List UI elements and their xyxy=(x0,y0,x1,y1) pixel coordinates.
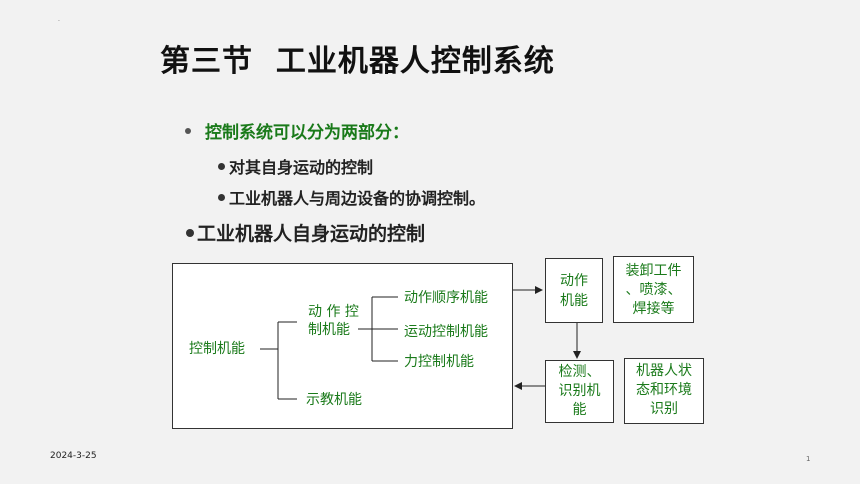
state-box-line1: 机器人状 xyxy=(636,363,692,379)
action-function-box: 动作 机能 xyxy=(545,258,603,323)
motion-function-label: 运动控制机能 xyxy=(404,324,488,340)
load-box-line1: 装卸工件 xyxy=(625,263,682,279)
bullet-sub-2: 工业机器人与周边设备的协调控制。 xyxy=(218,185,485,209)
bullet-dot-icon xyxy=(186,228,194,237)
footer-page-number: 1 xyxy=(806,455,811,463)
sequence-function-label: 动作顺序机能 xyxy=(404,290,488,306)
state-box-line3: 识别 xyxy=(650,401,678,417)
robot-state-box: 机器人状 态和环境 识别 xyxy=(624,358,704,424)
bullet-main-2-text: 工业机器人自身运动的控制 xyxy=(197,223,426,245)
bullet-dot-icon xyxy=(218,162,225,170)
state-box-line2: 态和环境 xyxy=(636,382,692,398)
detect-box-line3: 能 xyxy=(572,402,587,418)
corner-mark: · xyxy=(58,18,60,25)
bullet-dot-icon xyxy=(185,127,191,134)
motion-control-label-line1: 动 作 控 xyxy=(308,304,359,320)
bullet-sub-2-text: 工业机器人与周边设备的协调控制。 xyxy=(229,189,486,208)
load-box-line3: 焊接等 xyxy=(632,301,675,317)
control-function-frame xyxy=(172,263,513,429)
bullet-sub-1: 对其自身运动的控制 xyxy=(218,154,373,178)
action-box-line1: 动作 xyxy=(560,273,588,289)
footer-date: 2024-3-25 xyxy=(50,451,97,461)
teaching-function-label: 示教机能 xyxy=(306,392,362,408)
bullet-main-1-text: 控制系统可以分为两部分： xyxy=(205,123,409,143)
control-function-label: 控制机能 xyxy=(189,341,245,357)
detection-box: 检测、 识别机 能 xyxy=(545,360,614,423)
detect-box-line1: 检测、 xyxy=(558,364,601,380)
detect-box-line2: 识别机 xyxy=(558,383,601,399)
loading-welding-box: 装卸工件 、喷漆、 焊接等 xyxy=(613,256,694,323)
bullet-dot-icon xyxy=(218,193,225,201)
load-box-line2: 、喷漆、 xyxy=(625,282,682,298)
bullet-main-2: 工业机器人自身运动的控制 xyxy=(186,219,425,246)
bullet-main-1: 控制系统可以分为两部分： xyxy=(185,118,409,143)
action-box-line2: 机能 xyxy=(560,293,588,309)
bullet-sub-1-text: 对其自身运动的控制 xyxy=(229,158,374,177)
slide-title: 第三节 工业机器人控制系统 xyxy=(160,44,555,79)
motion-control-label-line2: 制机能 xyxy=(308,322,350,338)
force-function-label: 力控制机能 xyxy=(404,354,474,370)
